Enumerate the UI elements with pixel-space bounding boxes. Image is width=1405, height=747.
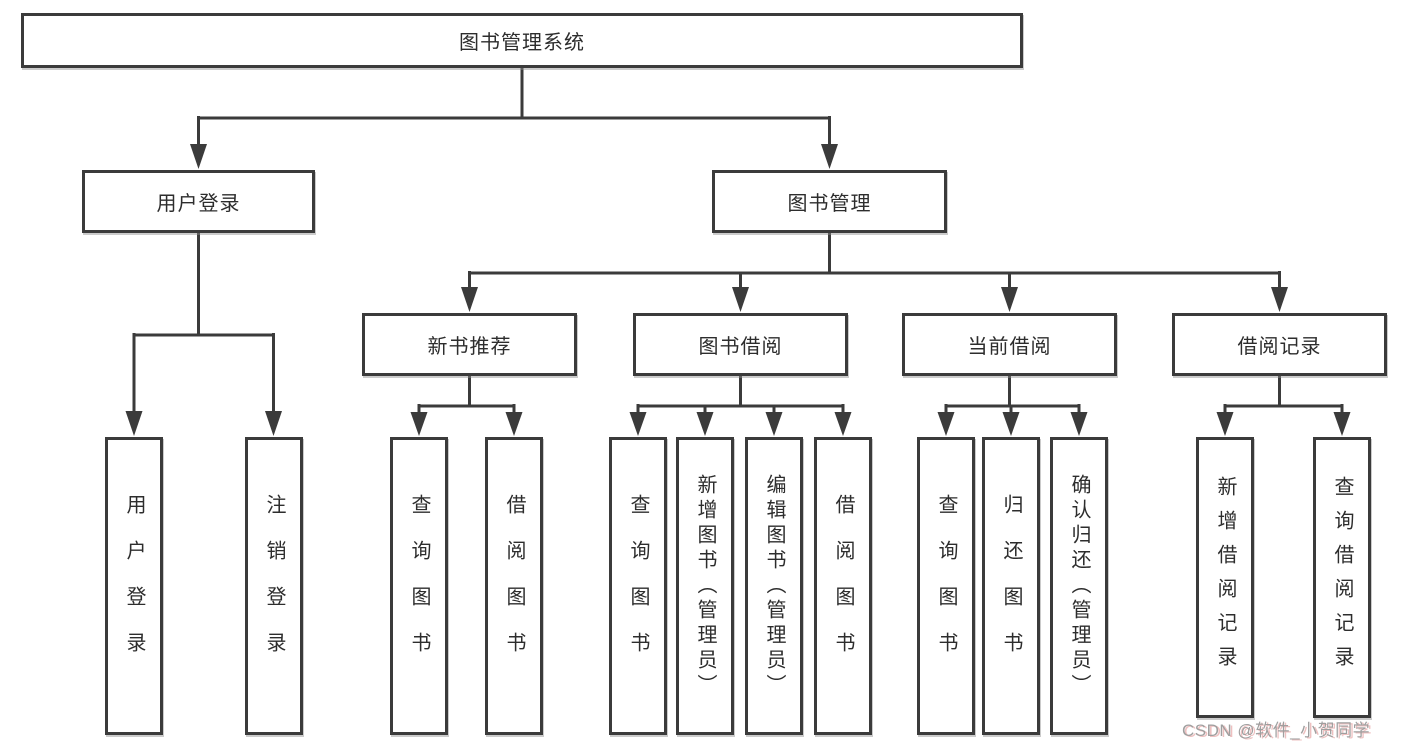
leaf-add-book-admin: 新增图书（管理员）	[676, 437, 734, 735]
leaf-label: 用户登录	[123, 494, 145, 678]
leaf-query-borrow-record: 查询借阅记录	[1313, 437, 1371, 718]
leaf-label: 确认归还（管理员）	[1068, 473, 1090, 699]
node-user-login: 用户登录	[82, 170, 315, 233]
leaf-label: 查询图书	[408, 494, 430, 678]
node-current-borrow: 当前借阅	[902, 313, 1117, 376]
connector-user-login	[125, 233, 282, 436]
leaf-confirm-return-admin: 确认归还（管理员）	[1050, 437, 1108, 735]
leaf-return-book: 归还图书	[982, 437, 1040, 735]
leaf-user-login: 用户登录	[105, 437, 163, 735]
leaf-label: 借阅图书	[503, 494, 525, 678]
leaf-label: 新增借阅记录	[1214, 475, 1236, 680]
leaf-query-book-1: 查询图书	[390, 437, 448, 735]
leaf-label: 新增图书（管理员）	[694, 473, 716, 699]
leaf-label: 归还图书	[1000, 494, 1022, 678]
leaf-query-book-3: 查询图书	[917, 437, 975, 735]
leaf-borrow-book-2: 借阅图书	[814, 437, 872, 735]
connector-book-borrow	[629, 376, 852, 436]
node-new-book-recommend: 新书推荐	[362, 313, 577, 376]
connector-book-management	[461, 233, 1288, 312]
connector-root-to-level2	[190, 68, 838, 169]
connector-new-book	[410, 376, 523, 436]
leaf-label: 编辑图书（管理员）	[763, 473, 785, 699]
leaf-label: 查询图书	[627, 494, 649, 678]
leaf-edit-book-admin: 编辑图书（管理员）	[745, 437, 803, 735]
node-borrow-records: 借阅记录	[1172, 313, 1387, 376]
csdn-watermark: CSDN @软件_小贺同学	[1182, 721, 1371, 740]
connector-borrow-records	[1216, 376, 1351, 436]
leaf-label: 查询借阅记录	[1331, 475, 1353, 680]
leaf-label: 借阅图书	[832, 494, 854, 678]
leaf-label: 注销登录	[263, 494, 285, 678]
leaf-label: 查询图书	[935, 494, 957, 678]
connector-current-borrow	[937, 376, 1088, 436]
node-root-system: 图书管理系统	[21, 13, 1023, 68]
leaf-query-book-2: 查询图书	[609, 437, 667, 735]
leaf-borrow-book-1: 借阅图书	[485, 437, 543, 735]
leaf-add-borrow-record: 新增借阅记录	[1196, 437, 1254, 718]
leaf-logout: 注销登录	[245, 437, 303, 735]
node-book-management: 图书管理	[712, 170, 947, 233]
node-book-borrow: 图书借阅	[633, 313, 848, 376]
